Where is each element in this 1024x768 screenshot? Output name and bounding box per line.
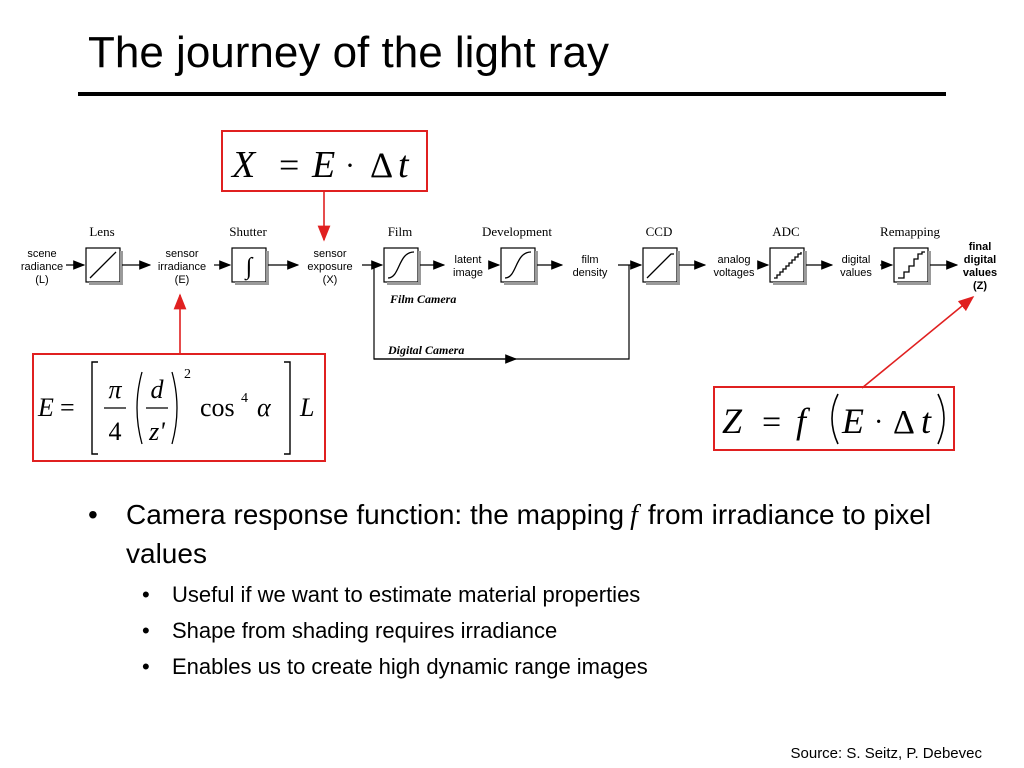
svg-text:d: d bbox=[151, 375, 165, 404]
lens-linear-icon bbox=[89, 251, 117, 279]
slide-title: The journey of the light ray bbox=[88, 28, 609, 77]
svg-text:E: E bbox=[37, 393, 54, 422]
svg-text:2: 2 bbox=[184, 367, 191, 382]
svg-text:Z: Z bbox=[722, 401, 743, 441]
svg-text:=: = bbox=[762, 404, 781, 441]
svg-text:final: final bbox=[969, 241, 992, 253]
svg-text:E: E bbox=[841, 401, 864, 441]
remapping-box bbox=[893, 247, 929, 283]
adc-staircase-icon bbox=[774, 252, 802, 279]
stage-label-shutter: Shutter bbox=[229, 224, 267, 239]
svg-text:·: · bbox=[874, 407, 883, 438]
svg-text:exposure: exposure bbox=[307, 261, 352, 273]
svg-text:f: f bbox=[796, 401, 811, 441]
svg-text:L: L bbox=[299, 393, 314, 422]
stage-label-remapping: Remapping bbox=[880, 224, 940, 239]
response-equation: Z = f E · Δ t bbox=[713, 386, 955, 451]
exposure-equation: X = E · Δ t bbox=[221, 130, 428, 192]
svg-text:film: film bbox=[581, 254, 598, 266]
quantity-final-digital-values: final digital values (Z) bbox=[963, 241, 997, 292]
svg-text:t: t bbox=[921, 401, 932, 441]
svg-text:E: E bbox=[311, 144, 335, 186]
quantity-latent-image: latent image bbox=[453, 254, 483, 279]
svg-text:cos: cos bbox=[200, 393, 235, 422]
sub-bullet-item: • Useful if we want to estimate material… bbox=[142, 582, 641, 607]
svg-text:digital: digital bbox=[964, 254, 996, 266]
svg-text:X: X bbox=[230, 144, 257, 186]
quantity-sensor-irradiance: sensor irradiance (E) bbox=[158, 248, 206, 286]
response-pointer-arrow bbox=[861, 295, 975, 389]
irradiance-equation: E = π 4 d z' 2 cos 4 α L bbox=[32, 353, 326, 462]
svg-text:4: 4 bbox=[241, 391, 248, 406]
bullet-dot: • bbox=[88, 499, 98, 530]
svg-text:·: · bbox=[345, 149, 355, 182]
shutter-integral-icon: ∫ bbox=[244, 254, 254, 281]
film-s-curve-icon bbox=[387, 251, 415, 279]
stage-label-adc: ADC bbox=[772, 224, 799, 239]
svg-text:Δ: Δ bbox=[893, 404, 915, 441]
quantity-digital-values: digital values bbox=[840, 254, 872, 279]
svg-text:sensor: sensor bbox=[313, 248, 346, 260]
stage-label-lens: Lens bbox=[89, 224, 114, 239]
adc-box bbox=[769, 247, 805, 283]
sub-bullet-item: • Shape from shading requires irradiance bbox=[142, 618, 558, 643]
svg-text:π: π bbox=[108, 375, 122, 404]
svg-text:analog: analog bbox=[717, 254, 750, 266]
bullet-dot: • bbox=[142, 654, 150, 679]
svg-text:image: image bbox=[453, 267, 483, 279]
svg-text:α: α bbox=[257, 393, 272, 422]
bullet-main-f-symbol: f bbox=[630, 500, 638, 531]
svg-text:radiance: radiance bbox=[21, 261, 63, 273]
svg-text:(Z): (Z) bbox=[973, 280, 987, 292]
stage-label-ccd: CCD bbox=[646, 224, 673, 239]
digital-camera-label: Digital Camera bbox=[387, 343, 464, 357]
svg-text:sensor: sensor bbox=[165, 248, 198, 260]
svg-text:scene: scene bbox=[27, 248, 56, 260]
film-box bbox=[383, 247, 419, 283]
svg-text:irradiance: irradiance bbox=[158, 261, 206, 273]
bullet-dot: • bbox=[142, 582, 150, 607]
development-box bbox=[500, 247, 536, 283]
svg-text:Δ: Δ bbox=[370, 145, 393, 185]
sub-bullet-item: • Enables us to create high dynamic rang… bbox=[142, 654, 648, 679]
shutter-box bbox=[231, 247, 267, 283]
quantity-film-density: film density bbox=[573, 254, 608, 279]
svg-text:values: values bbox=[963, 267, 997, 279]
quantity-analog-voltages: analog voltages bbox=[714, 254, 755, 279]
svg-text:(E): (E) bbox=[175, 274, 190, 286]
svg-text:digital: digital bbox=[842, 254, 871, 266]
svg-text:z': z' bbox=[148, 417, 165, 446]
quantity-sensor-exposure: sensor exposure (X) bbox=[307, 248, 352, 286]
svg-text:4: 4 bbox=[109, 417, 122, 446]
svg-text:=: = bbox=[60, 393, 75, 422]
quantity-scene-radiance: scene radiance (L) bbox=[21, 248, 63, 286]
title-underline bbox=[78, 92, 946, 96]
svg-text:voltages: voltages bbox=[714, 267, 755, 279]
svg-text:(L): (L) bbox=[35, 274, 48, 286]
film-camera-label: Film Camera bbox=[389, 292, 456, 306]
svg-text:(X): (X) bbox=[323, 274, 338, 286]
svg-text:=: = bbox=[279, 145, 299, 185]
remapping-staircase-icon bbox=[898, 251, 925, 279]
svg-text:t: t bbox=[398, 144, 410, 186]
bullet-dot: • bbox=[142, 618, 150, 643]
development-s-curve-icon bbox=[504, 251, 532, 279]
bullet-main-text-after: from irradiance to pixel values bbox=[126, 499, 932, 569]
svg-text:density: density bbox=[573, 267, 608, 279]
bullet-main-text-before: Camera response function: the mapping bbox=[126, 499, 625, 530]
stage-label-development: Development bbox=[482, 224, 552, 239]
stage-label-film: Film bbox=[388, 224, 413, 239]
source-credit: Source: S. Seitz, P. Debevec bbox=[790, 745, 983, 762]
ccd-saturation-icon bbox=[646, 253, 674, 279]
svg-text:values: values bbox=[840, 267, 872, 279]
svg-text:latent: latent bbox=[455, 254, 482, 266]
